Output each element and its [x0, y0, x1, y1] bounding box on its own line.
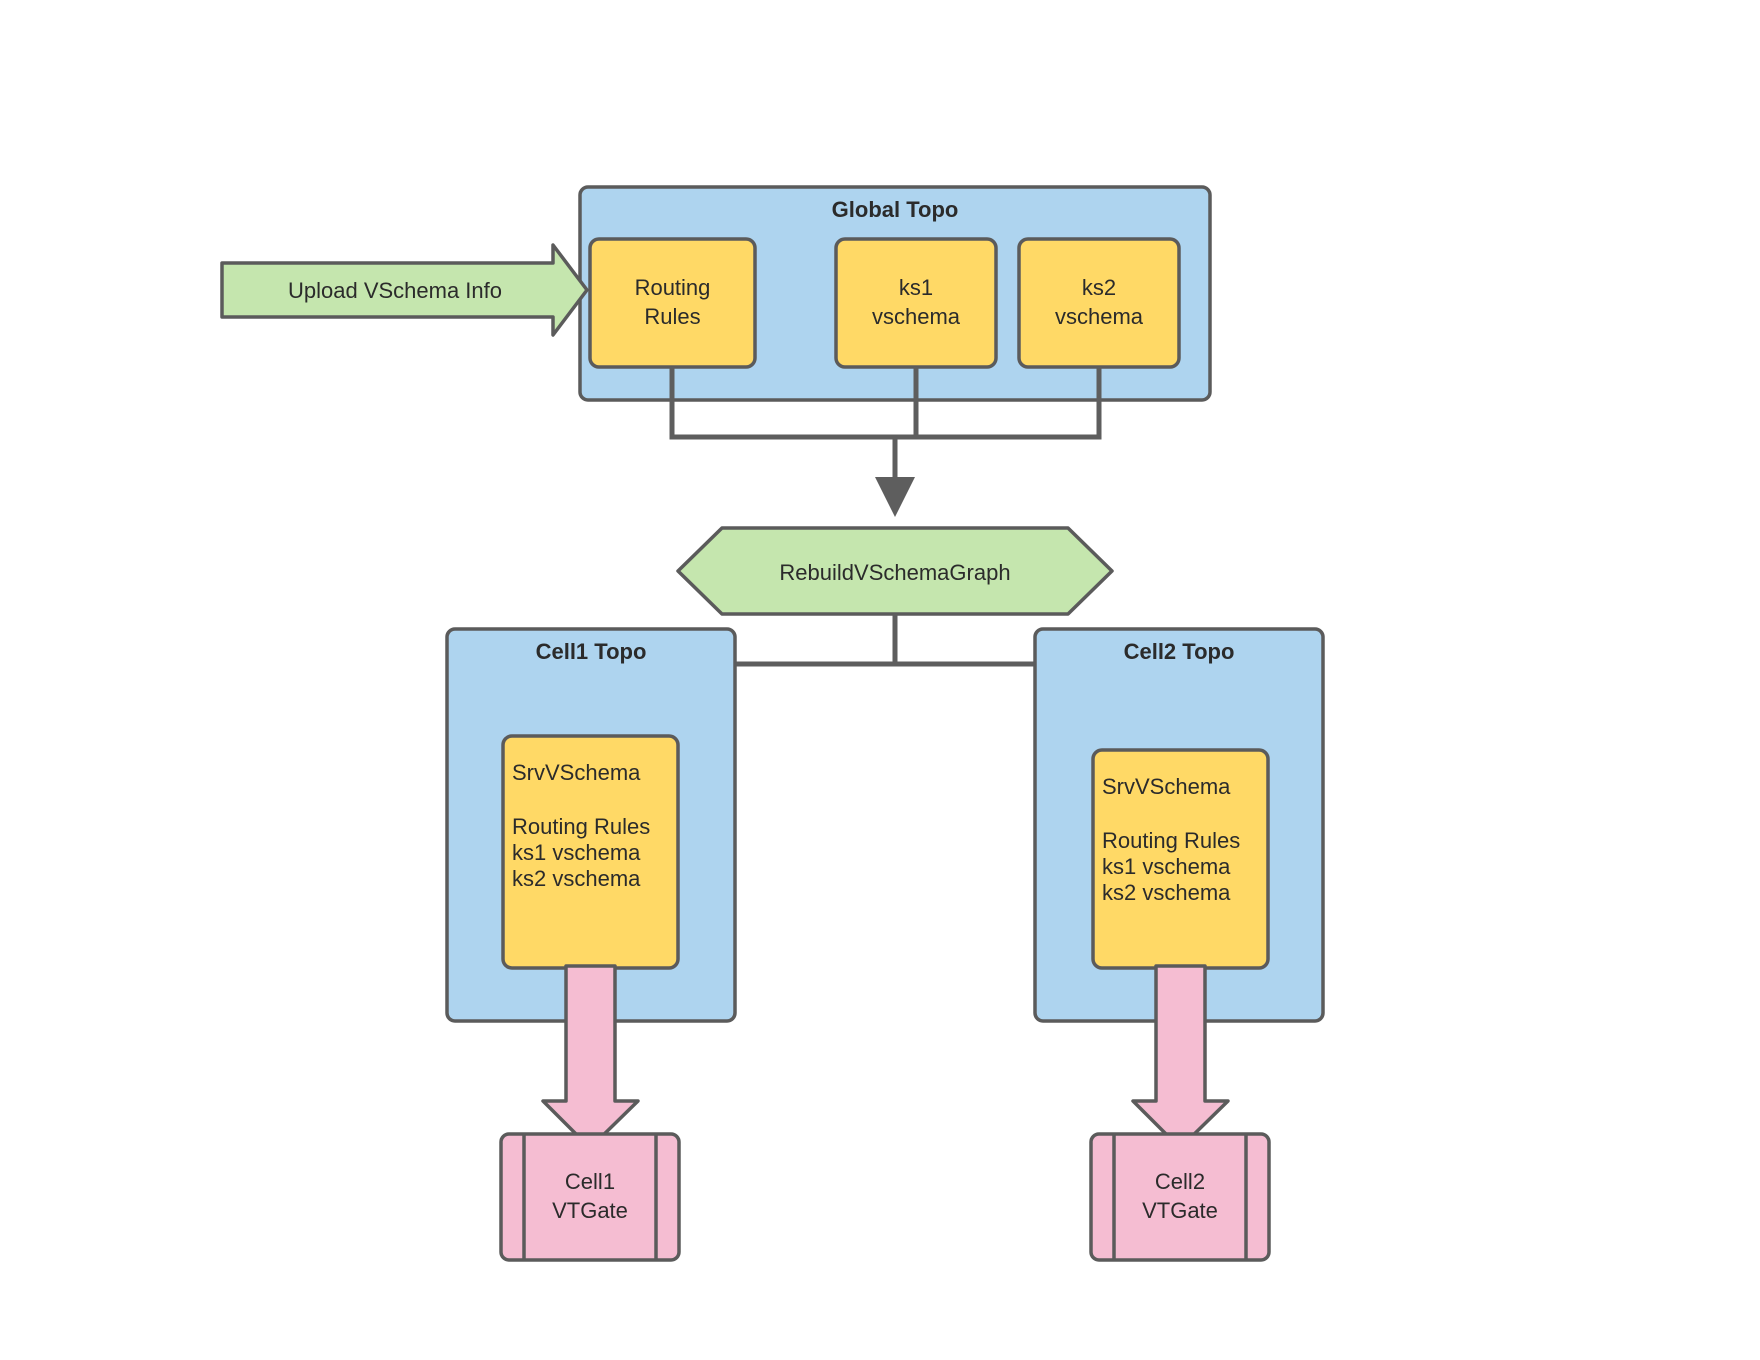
cell1-srvvschema-to-vtgate-arrow — [541, 964, 640, 1150]
cell1-srvvschema-box[interactable] — [501, 734, 680, 970]
ks1-vschema-box[interactable] — [834, 237, 998, 369]
cell2-vtgate-node[interactable] — [1089, 1132, 1271, 1262]
cell2-srvvschema-box[interactable] — [1091, 748, 1270, 970]
routing-rules-box[interactable] — [588, 237, 757, 369]
cell2-srvvschema-to-vtgate-arrow — [1131, 964, 1230, 1150]
rebuild-vschema-graph-hexagon[interactable] — [676, 526, 1114, 616]
cell1-vtgate-node[interactable] — [499, 1132, 681, 1262]
upload-vschema-arrow[interactable] — [220, 243, 589, 337]
ks2-vschema-box[interactable] — [1017, 237, 1181, 369]
